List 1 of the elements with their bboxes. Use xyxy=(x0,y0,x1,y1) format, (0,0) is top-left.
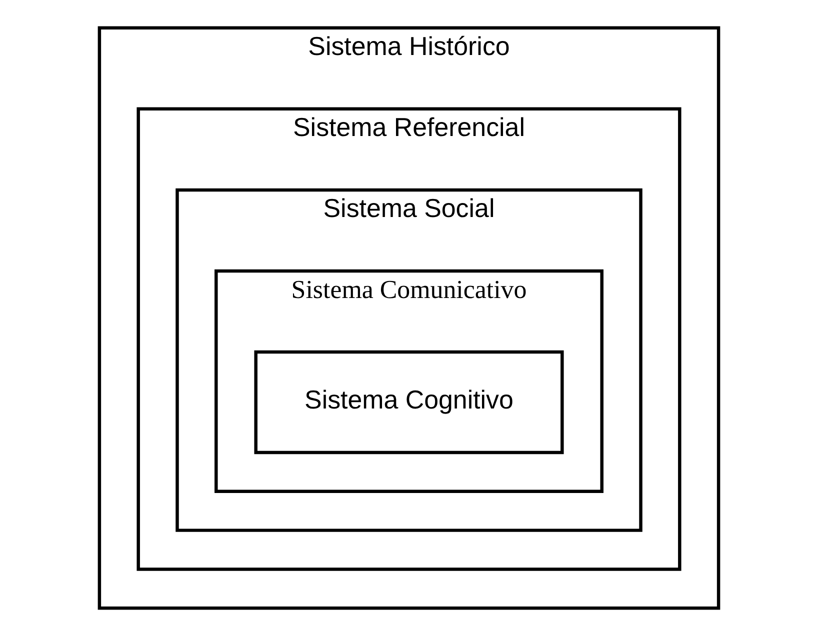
node-box: Sistema Cognitivo xyxy=(254,350,564,454)
